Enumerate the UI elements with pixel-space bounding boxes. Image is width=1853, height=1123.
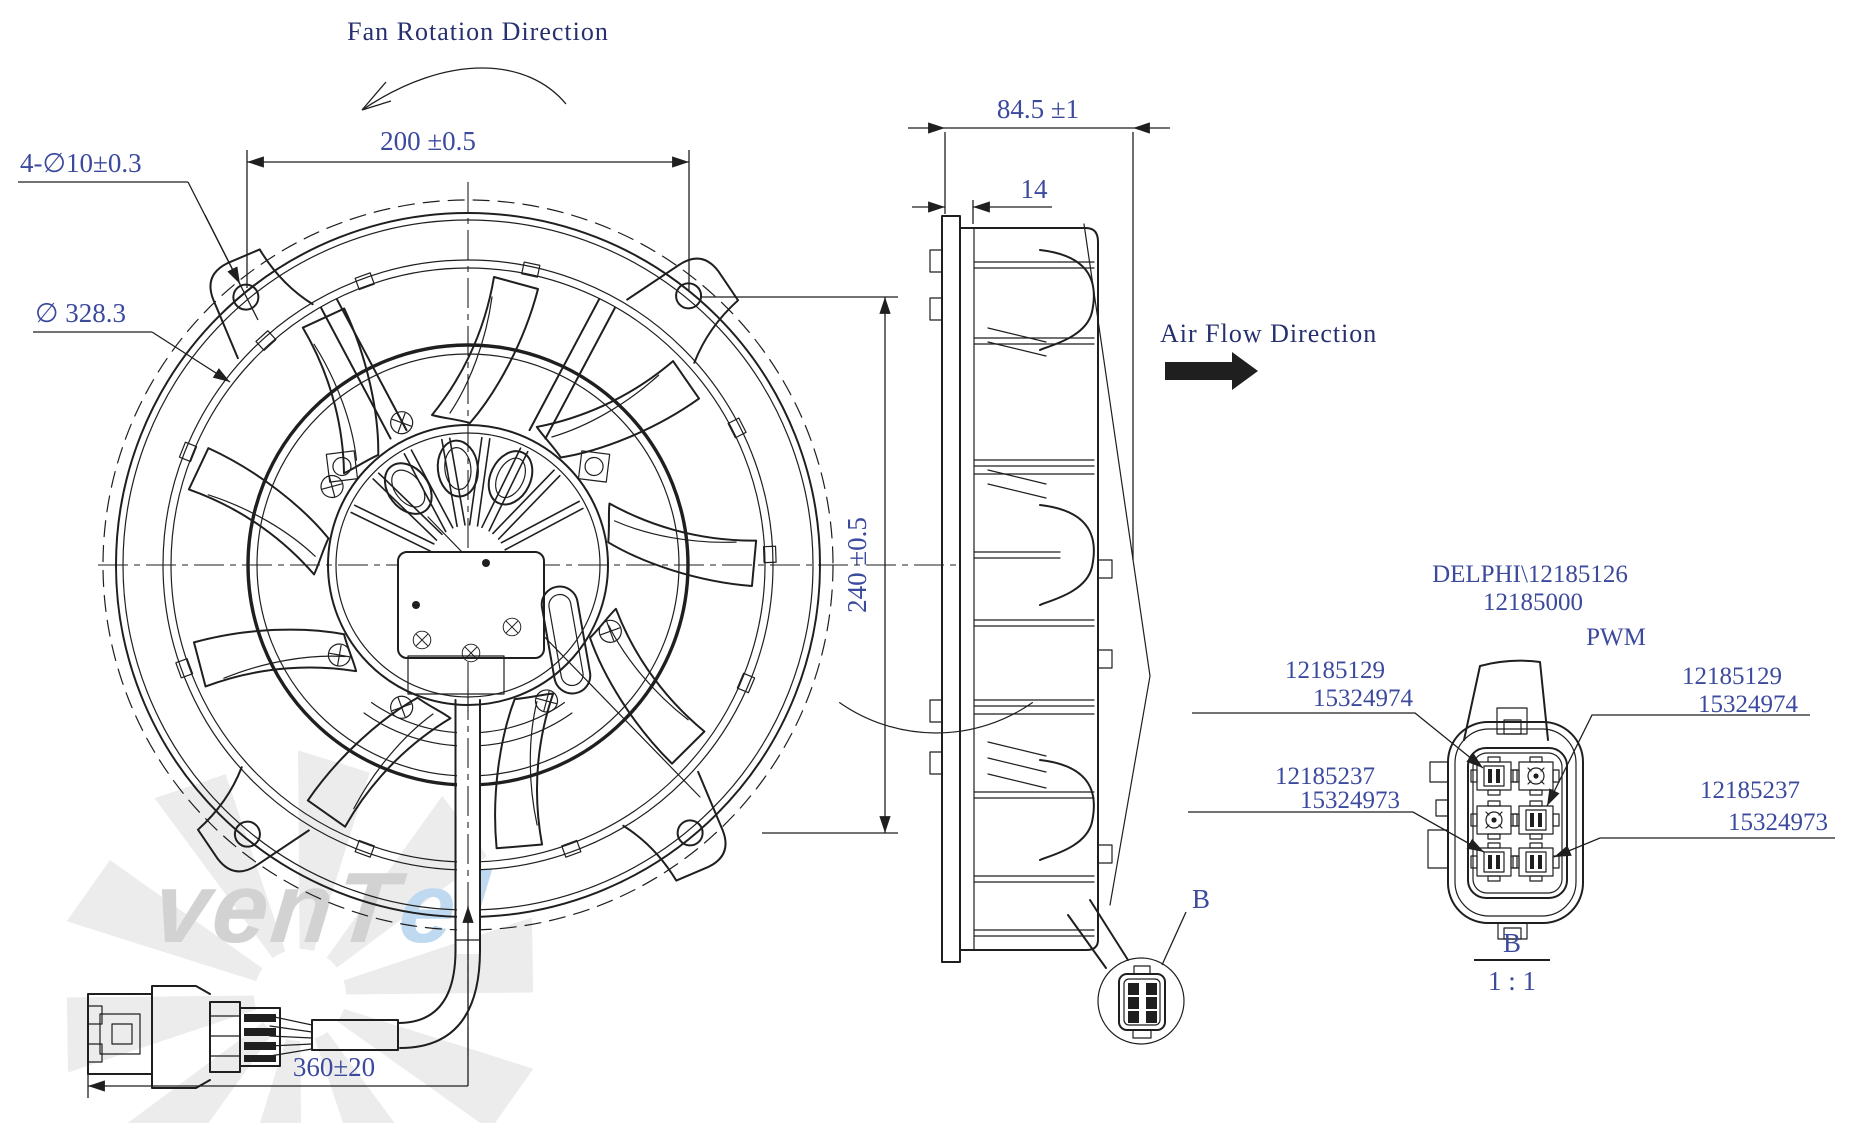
hub-label-sticker: [540, 585, 592, 695]
detail-ref-b: B: [1192, 884, 1210, 914]
side-view: B Air Flow Direction: [929, 215, 1377, 1045]
fan-rotation-label: Fan Rotation Direction: [347, 17, 609, 46]
fan-cable: [397, 690, 481, 1058]
outer-diameter-dashed-circle: [102, 199, 834, 931]
rotation-arrow: [361, 67, 567, 111]
dim-outer-diameter: ∅ 328.3: [35, 298, 126, 328]
svg-text:12185237: 12185237: [1275, 763, 1375, 790]
connector-pins: [1470, 756, 1560, 882]
svg-text:15324974: 15324974: [1698, 691, 1799, 718]
svg-text:15324973: 15324973: [1728, 809, 1828, 836]
detail-view-label: B: [1503, 928, 1521, 958]
dim-mount-holes: 4-∅10±0.3: [20, 148, 142, 178]
detail-b-callout: B: [1097, 884, 1210, 1045]
front-view-dimensions: Fan Rotation Direction 200 ±0.5 4-∅10±0.…: [18, 17, 898, 1098]
pin-label-bottom-left: 12185237 15324973: [1188, 763, 1485, 853]
pin-label-bottom-right: 12185237 15324973: [1553, 777, 1835, 858]
air-flow-arrow-icon: [1165, 352, 1258, 390]
harness-connector: [87, 985, 399, 1089]
side-view-dimensions: 84.5 ±1 14: [908, 94, 1170, 560]
pin-label-top-left: 12185129 15324974: [1192, 657, 1484, 769]
air-flow-label: Air Flow Direction: [1160, 319, 1377, 348]
detail-view-scale: 1 : 1: [1488, 966, 1536, 996]
connector-part-number-1: DELPHI\12185126: [1432, 561, 1628, 588]
dim-240: 240 ±0.5: [842, 517, 872, 613]
connector-part-number-2: 12185000: [1483, 589, 1583, 616]
svg-text:12185129: 12185129: [1285, 657, 1385, 684]
svg-text:12185237: 12185237: [1700, 777, 1800, 804]
pwm-label: PWM: [1586, 624, 1646, 651]
side-view-cable: [1067, 899, 1129, 969]
connector-detail-view: DELPHI\12185126 12185000 PWM 12185129 15…: [1188, 561, 1835, 996]
motor-plate: [397, 551, 592, 695]
svg-text:12185129: 12185129: [1682, 663, 1782, 690]
dim-flange-offset: 14: [1021, 174, 1049, 204]
svg-text:15324974: 15324974: [1313, 685, 1414, 712]
dim-depth: 84.5 ±1: [997, 94, 1079, 124]
svg-text:15324973: 15324973: [1300, 787, 1400, 814]
dim-cable-length: 360±20: [293, 1052, 375, 1082]
pin-label-top-right: 12185129 15324974: [1546, 663, 1810, 807]
fan-assembly: [102, 199, 1033, 931]
dim-200: 200 ±0.5: [380, 126, 476, 156]
front-view: [87, 182, 1033, 1089]
